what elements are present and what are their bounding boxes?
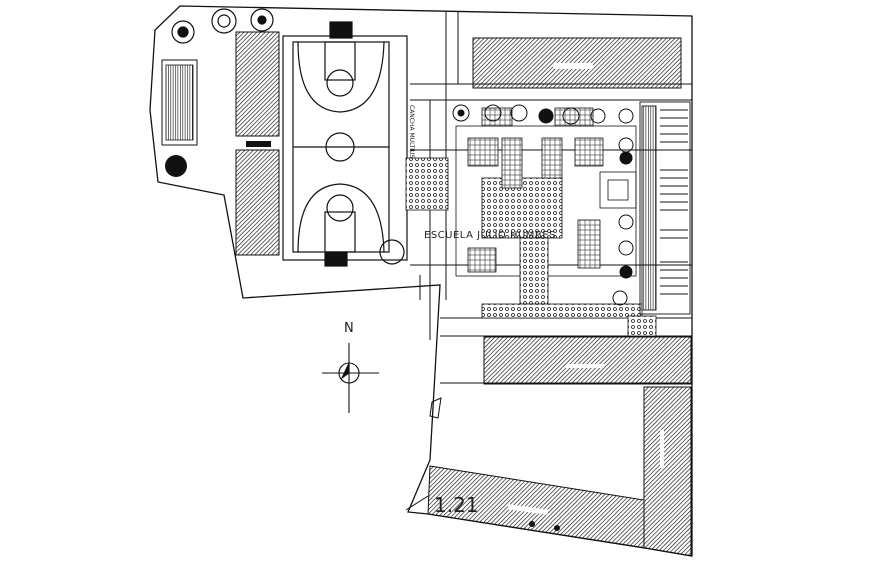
building-top xyxy=(472,37,682,89)
plaza-trees xyxy=(452,104,634,306)
north-arrow-icon xyxy=(322,343,379,413)
bleachers-left xyxy=(161,59,198,177)
building-middle xyxy=(483,336,692,385)
elevation-label: 1.21 xyxy=(434,493,479,517)
basketball-court xyxy=(282,21,408,267)
trees-top xyxy=(171,8,274,44)
elevation-marker xyxy=(405,495,429,511)
school-name-label: ESCUELA JULIO HUMBES xyxy=(424,230,556,241)
plaza-paving xyxy=(405,107,657,337)
gate-marker xyxy=(429,397,442,419)
court-label: CANCHA MULTIUSO xyxy=(408,105,415,163)
north-label: N xyxy=(344,321,354,336)
court-stands xyxy=(235,31,280,256)
building-bottom xyxy=(427,386,692,557)
parking-right xyxy=(639,101,691,315)
